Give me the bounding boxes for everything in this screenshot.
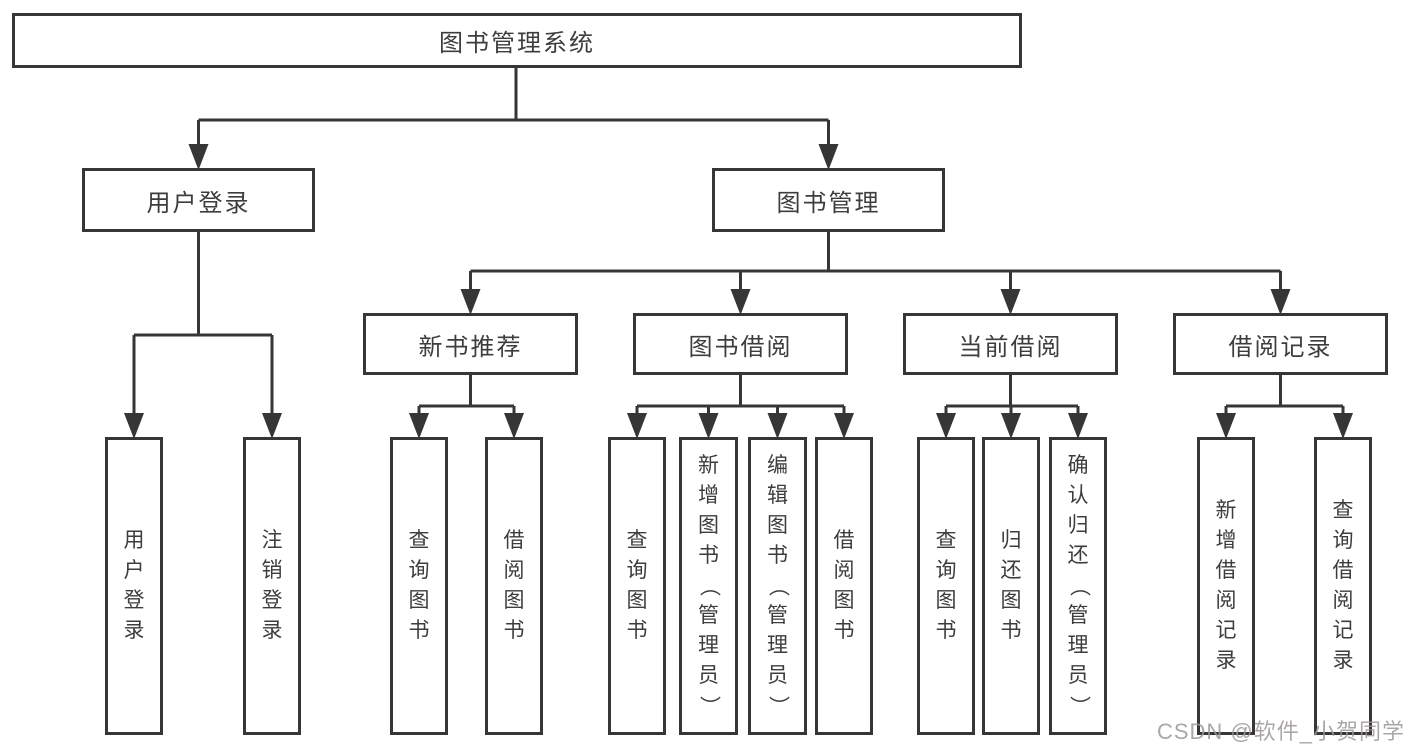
node-label-char: 书	[503, 619, 525, 642]
node-label-char: 询	[1332, 529, 1354, 552]
node-rec-query-book: 查询图书	[390, 437, 448, 735]
node-login: 用户登录	[105, 437, 163, 735]
node-label-char: 查	[935, 529, 957, 552]
node-label-char: 管	[767, 604, 788, 627]
node-label-char: 增	[1215, 529, 1237, 552]
node-label-char: 图	[1000, 589, 1022, 612]
node-label-char: 员	[698, 664, 719, 687]
node-book-mgmt: 图书管理	[712, 168, 945, 232]
node-label-char: 登	[123, 589, 145, 612]
node-label-char: 图	[408, 589, 430, 612]
node-label-char: 认	[1067, 484, 1089, 507]
node-bb-edit-book: 编辑图书 （ 管理员 ）	[748, 437, 807, 735]
node-bb-borrow-book: 借阅图书	[815, 437, 873, 735]
node-label-char: 归	[1000, 529, 1022, 552]
node-label-char: 确	[1067, 454, 1089, 477]
node-label-char: 阅	[833, 559, 855, 582]
node-label-char: （	[697, 575, 721, 597]
node-label-char: 记	[1215, 619, 1237, 642]
node-label-char: 新	[698, 454, 719, 477]
node-label-char: ）	[697, 695, 721, 717]
node-label-char: 阅	[1215, 589, 1237, 612]
node-label-char: 询	[935, 559, 957, 582]
node-label-char: 注	[261, 529, 283, 552]
node-label-char: 理	[1067, 634, 1089, 657]
node-label-char: 书	[767, 544, 788, 567]
node-user-login: 用户登录	[82, 168, 315, 232]
node-label-char: 增	[698, 484, 719, 507]
node-label-char: 图	[767, 514, 788, 537]
node-label-char: 阅	[503, 559, 525, 582]
node-borrow-records: 借阅记录	[1173, 313, 1388, 375]
node-label-char: 书	[1000, 619, 1022, 642]
node-label-char: （	[766, 575, 790, 597]
node-label-char: 记	[1332, 619, 1354, 642]
node-label-char: 登	[261, 589, 283, 612]
node-label-char: 还	[1067, 544, 1089, 567]
node-label-char: 录	[261, 619, 283, 642]
node-label-char: 管	[1067, 604, 1089, 627]
node-label-char: 借	[1332, 559, 1354, 582]
node-label-char: 归	[1067, 514, 1089, 537]
node-label-char: 用	[123, 529, 145, 552]
node-label-char: 查	[408, 529, 430, 552]
node-cb-return-book: 归还图书	[982, 437, 1040, 735]
node-label-char: 询	[408, 559, 430, 582]
node-label-char: 员	[767, 664, 788, 687]
node-bb-add-book: 新增图书 （ 管理员 ）	[679, 437, 738, 735]
node-label-char: 录	[1215, 649, 1237, 672]
node-bb-query-book: 查询图书	[608, 437, 666, 735]
node-label-char: 借	[503, 529, 525, 552]
node-label-char: 书	[626, 619, 648, 642]
node-label-char: 理	[767, 634, 788, 657]
node-label-char: 查	[1332, 499, 1354, 522]
node-label-char: 户	[123, 559, 145, 582]
node-label-char: 图	[833, 589, 855, 612]
node-label-char: 理	[698, 634, 719, 657]
node-book-borrow: 图书借阅	[633, 313, 848, 375]
node-label-char: 书	[833, 619, 855, 642]
node-label-char: 录	[1332, 649, 1354, 672]
node-cb-query-book: 查询图书	[917, 437, 975, 735]
watermark: CSDN @软件_小贺同学	[1156, 719, 1405, 744]
node-br-query-record: 查询借阅记录	[1314, 437, 1372, 735]
node-label-char: 询	[626, 559, 648, 582]
node-label-char: 图	[698, 514, 719, 537]
node-new-book-rec: 新书推荐	[363, 313, 578, 375]
node-label-char: 管	[698, 604, 719, 627]
node-label-char: 借	[833, 529, 855, 552]
node-label-char: 录	[123, 619, 145, 642]
node-label-char: 销	[261, 559, 283, 582]
node-label-char: 图	[503, 589, 525, 612]
node-label-char: 书	[935, 619, 957, 642]
node-label-char: 图	[626, 589, 648, 612]
node-root: 图书管理系统	[12, 13, 1022, 68]
node-label-char: 辑	[767, 484, 788, 507]
node-label-char: 还	[1000, 559, 1022, 582]
node-label-char: 员	[1067, 664, 1089, 687]
node-label-char: ）	[1067, 695, 1090, 717]
node-label-char: 书	[408, 619, 430, 642]
node-rec-borrow-book: 借阅图书	[485, 437, 543, 735]
node-label-char: 借	[1215, 559, 1237, 582]
node-br-add-record: 新增借阅记录	[1197, 437, 1255, 735]
node-label-char: ）	[766, 695, 790, 717]
node-label-char: 书	[698, 544, 719, 567]
node-label-char: （	[1067, 575, 1090, 597]
node-logout: 注销登录	[243, 437, 301, 735]
node-cb-confirm-return: 确认归还 （ 管理员 ）	[1049, 437, 1107, 735]
node-label-char: 新	[1215, 499, 1237, 522]
node-label-char: 编	[767, 454, 788, 477]
node-current-borrow: 当前借阅	[903, 313, 1118, 375]
node-label-char: 查	[626, 529, 648, 552]
node-label-char: 阅	[1332, 589, 1354, 612]
node-label-char: 图	[935, 589, 957, 612]
